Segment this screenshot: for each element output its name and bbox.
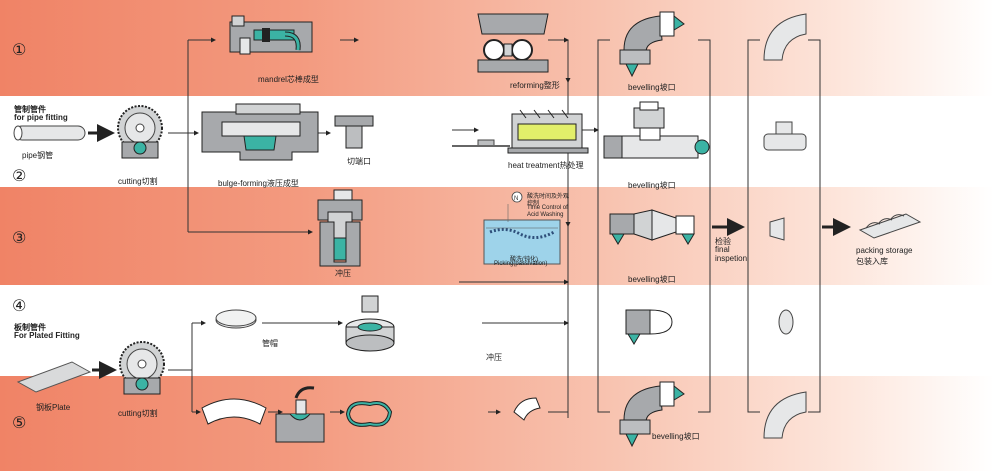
heat-treatment-label: heat treatment热处理 xyxy=(508,161,584,170)
final-elbow-5 xyxy=(763,391,807,439)
bevel-tee-2 xyxy=(603,101,710,159)
inspection-label-en-1: final xyxy=(715,245,730,254)
row-number-1: ① xyxy=(12,40,27,59)
final-tee-2 xyxy=(763,121,807,151)
inspection-label-cn: 检验 xyxy=(715,237,731,246)
cut-port-label: 切端口 xyxy=(347,157,371,166)
saw-icon-1 xyxy=(117,105,163,159)
bevelling-label-3: bevelling坡口 xyxy=(628,275,676,284)
inspection-label-en-2: inspetion xyxy=(715,254,748,263)
final-elbow-1 xyxy=(763,13,807,61)
acid-time-en-2: Acid Washing xyxy=(527,212,564,218)
stamping-label-2: 冲压 xyxy=(486,353,502,362)
packing-box-icon xyxy=(858,213,922,239)
acid-washing-tank-icon: N xyxy=(483,191,561,265)
packing-label-cn: 包装入库 xyxy=(856,257,888,266)
bevelling-label-5: bevelling坡口 xyxy=(652,432,700,441)
elbow-ring-inner xyxy=(346,402,392,426)
flow-lines xyxy=(168,37,821,418)
pipe-fitting-title-en: for pipe fitting xyxy=(14,113,68,122)
cap-press-icon xyxy=(345,295,395,352)
mandrel-machine-icon xyxy=(229,15,313,55)
bevelling-label-2: bevelling坡口 xyxy=(628,181,676,190)
steel-plate-label: 钢板Plate xyxy=(36,403,71,412)
bevel-reducer-3 xyxy=(609,209,695,245)
row-number-2: ② xyxy=(12,166,27,185)
cap-label: 管帽 xyxy=(262,339,278,348)
stamping-die-icon xyxy=(317,189,363,267)
bulge-forming-icon xyxy=(201,103,319,161)
bevel-elbow-5 xyxy=(619,381,685,448)
pipe-label: pipe钢管 xyxy=(22,151,54,160)
small-elbow-icon xyxy=(513,397,541,421)
pickling-label-cn: 酸洗(钝化) xyxy=(510,257,538,263)
bevelling-label-1: bevelling坡口 xyxy=(628,83,676,92)
heat-treatment-furnace-icon xyxy=(452,109,589,154)
svg-text:N: N xyxy=(514,196,518,202)
reforming-die-icon xyxy=(477,13,549,73)
pipe-fitting-title-cn: 管制管件 xyxy=(14,105,46,114)
stamping-label-1: 冲压 xyxy=(335,269,351,278)
cutting-label-1: cutting切割 xyxy=(118,177,158,186)
bevel-cap-4 xyxy=(625,309,673,345)
plated-fitting-title-cn: 板制管件 xyxy=(14,323,46,332)
tee-pipe-icon-1 xyxy=(334,115,374,149)
row-number-5: ⑤ xyxy=(12,413,27,432)
saw-icon-2 xyxy=(119,341,165,395)
pickling-label-en: Picking(passivation) xyxy=(494,261,548,267)
final-reducer-3 xyxy=(769,217,785,241)
row-number-4: ④ xyxy=(12,296,27,315)
acid-time-cn-2: 控制 xyxy=(527,201,540,207)
row-band-5 xyxy=(0,376,994,471)
acid-time-cn-1: 酸洗时间及外观 xyxy=(527,194,570,200)
cap-disc-icon xyxy=(215,309,257,329)
steel-plate-icon xyxy=(16,361,92,393)
bulge-forming-label: bulge-forming液压成型 xyxy=(218,179,299,188)
final-cap-4 xyxy=(778,309,794,335)
bevel-elbow-1 xyxy=(619,11,685,78)
packing-label-en: packing storage xyxy=(856,246,913,255)
cutting-label-2: cutting切割 xyxy=(118,409,158,418)
acid-time-en-1: Time Control of xyxy=(527,205,568,211)
elbow-ring-icon xyxy=(345,401,393,427)
curved-plate-icon xyxy=(201,398,267,425)
pipe-icon xyxy=(13,125,86,141)
elbow-press-icon xyxy=(275,386,325,443)
plated-fitting-title-en: For Plated Fitting xyxy=(14,331,80,340)
reforming-label: reforming整形 xyxy=(510,81,560,90)
mandrel-label: mandrel芯棒成型 xyxy=(258,75,319,84)
row-number-3: ③ xyxy=(12,228,27,247)
